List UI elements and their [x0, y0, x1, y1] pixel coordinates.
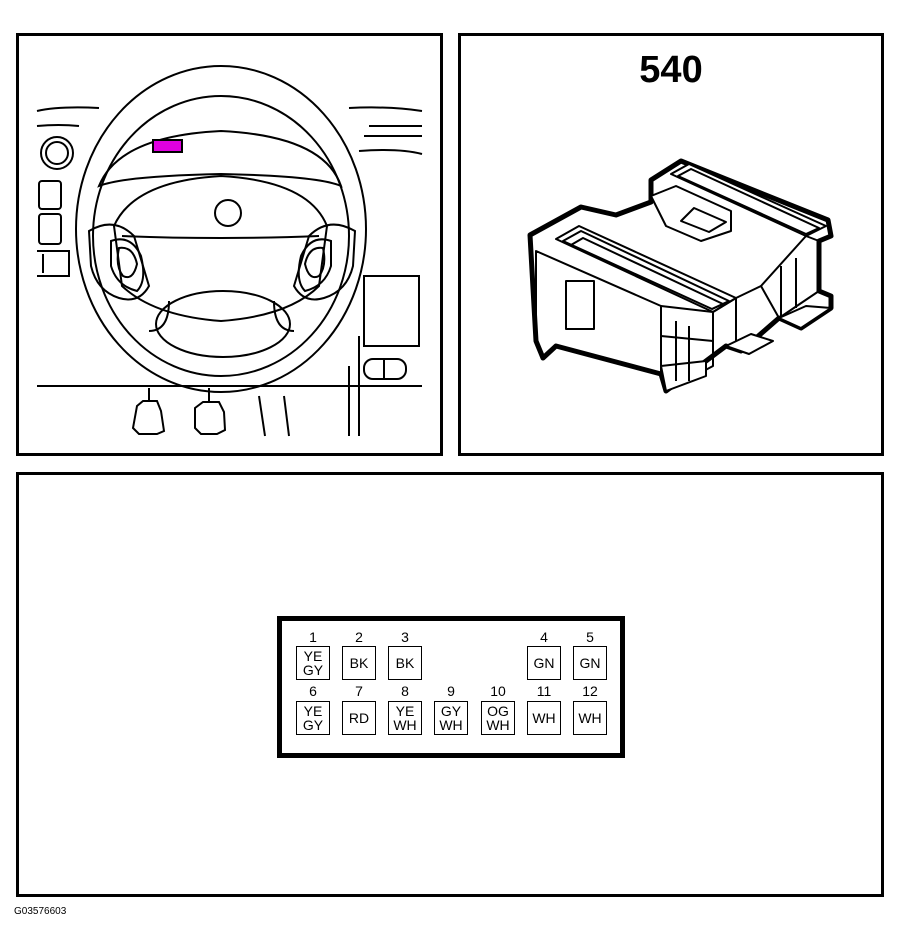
pin-cavity: BK [342, 646, 376, 680]
pin-number: 7 [355, 683, 363, 699]
connector-view-panel: 540 [458, 33, 884, 456]
pin-number: 1 [309, 629, 317, 645]
pin-cavity: BK [388, 646, 422, 680]
wire-color-code: WH [439, 717, 463, 733]
wire-color-code: YE [303, 703, 323, 719]
wire-color-code: YE [303, 648, 323, 664]
connector-number: 540 [639, 49, 703, 91]
location-view-panel [16, 33, 443, 456]
wire-color-code: GY [302, 717, 324, 733]
pin-number: 8 [401, 683, 409, 699]
wire-color-code: BK [349, 655, 369, 671]
wire-color-code: GN [533, 655, 555, 671]
pin-number: 2 [355, 629, 363, 645]
pin-cavity: GN [527, 646, 561, 680]
wire-color-code: RD [348, 710, 370, 726]
wire-color-code: GY [302, 662, 324, 678]
connector-location-marker [152, 139, 183, 153]
figure-id: G03576603 [14, 906, 67, 917]
steering-wheel-illustration [36, 65, 423, 437]
wire-color-code: GY [440, 703, 462, 719]
connector-illustration [527, 158, 834, 394]
pin-cavity: RD [342, 701, 376, 735]
wire-color-code: WH [532, 710, 556, 726]
pin-number: 5 [586, 629, 594, 645]
pin-cavity: GN [573, 646, 607, 680]
wire-color-code: WH [393, 717, 417, 733]
pin-number: 11 [536, 683, 552, 699]
wire-color-code: WH [486, 717, 510, 733]
wire-color-code: BK [395, 655, 415, 671]
pin-cavity: WH [573, 701, 607, 735]
pin-number: 3 [401, 629, 409, 645]
wire-color-code: YE [395, 703, 415, 719]
pin-number: 9 [447, 683, 455, 699]
wire-color-code: GN [579, 655, 601, 671]
pin-number: 4 [540, 629, 548, 645]
pin-number: 6 [309, 683, 317, 699]
wire-color-code: WH [578, 710, 602, 726]
pin-number: 12 [582, 683, 598, 699]
pin-number: 10 [490, 683, 506, 699]
wire-color-code: OG [487, 703, 509, 719]
pin-cavity: WH [527, 701, 561, 735]
